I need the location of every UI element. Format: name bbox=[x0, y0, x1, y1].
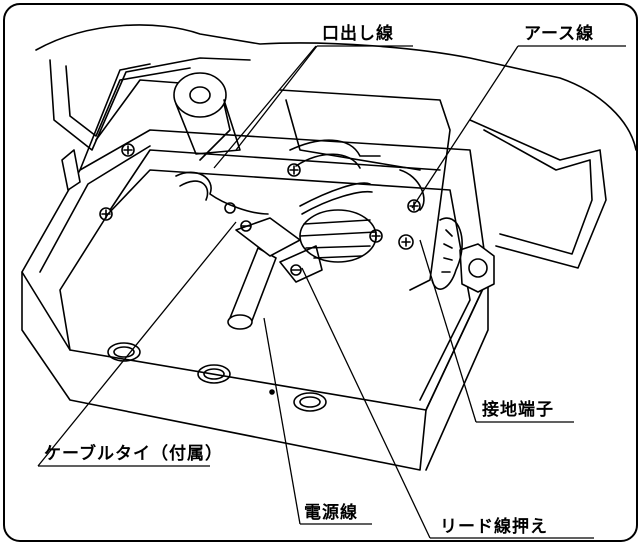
label-outlet-wire: 口出し線 bbox=[322, 24, 394, 44]
label-power-cable: 電源線 bbox=[304, 503, 358, 523]
label-ground-terminal: 接地端子 bbox=[482, 400, 554, 420]
pivot-nut bbox=[61, 149, 495, 293]
label-cable-tie: ケーブルタイ（付属） bbox=[44, 444, 223, 464]
frame-border bbox=[3, 3, 638, 542]
leader-lines bbox=[37, 45, 626, 539]
screws bbox=[99, 143, 421, 276]
platform-shell bbox=[35, 24, 637, 269]
roller bbox=[173, 72, 241, 155]
label-earth-wire: アース線 bbox=[524, 24, 595, 44]
power-cable-body bbox=[227, 247, 277, 330]
wires bbox=[175, 139, 425, 215]
label-lead-wire-clamp: リード線押え bbox=[440, 517, 548, 537]
